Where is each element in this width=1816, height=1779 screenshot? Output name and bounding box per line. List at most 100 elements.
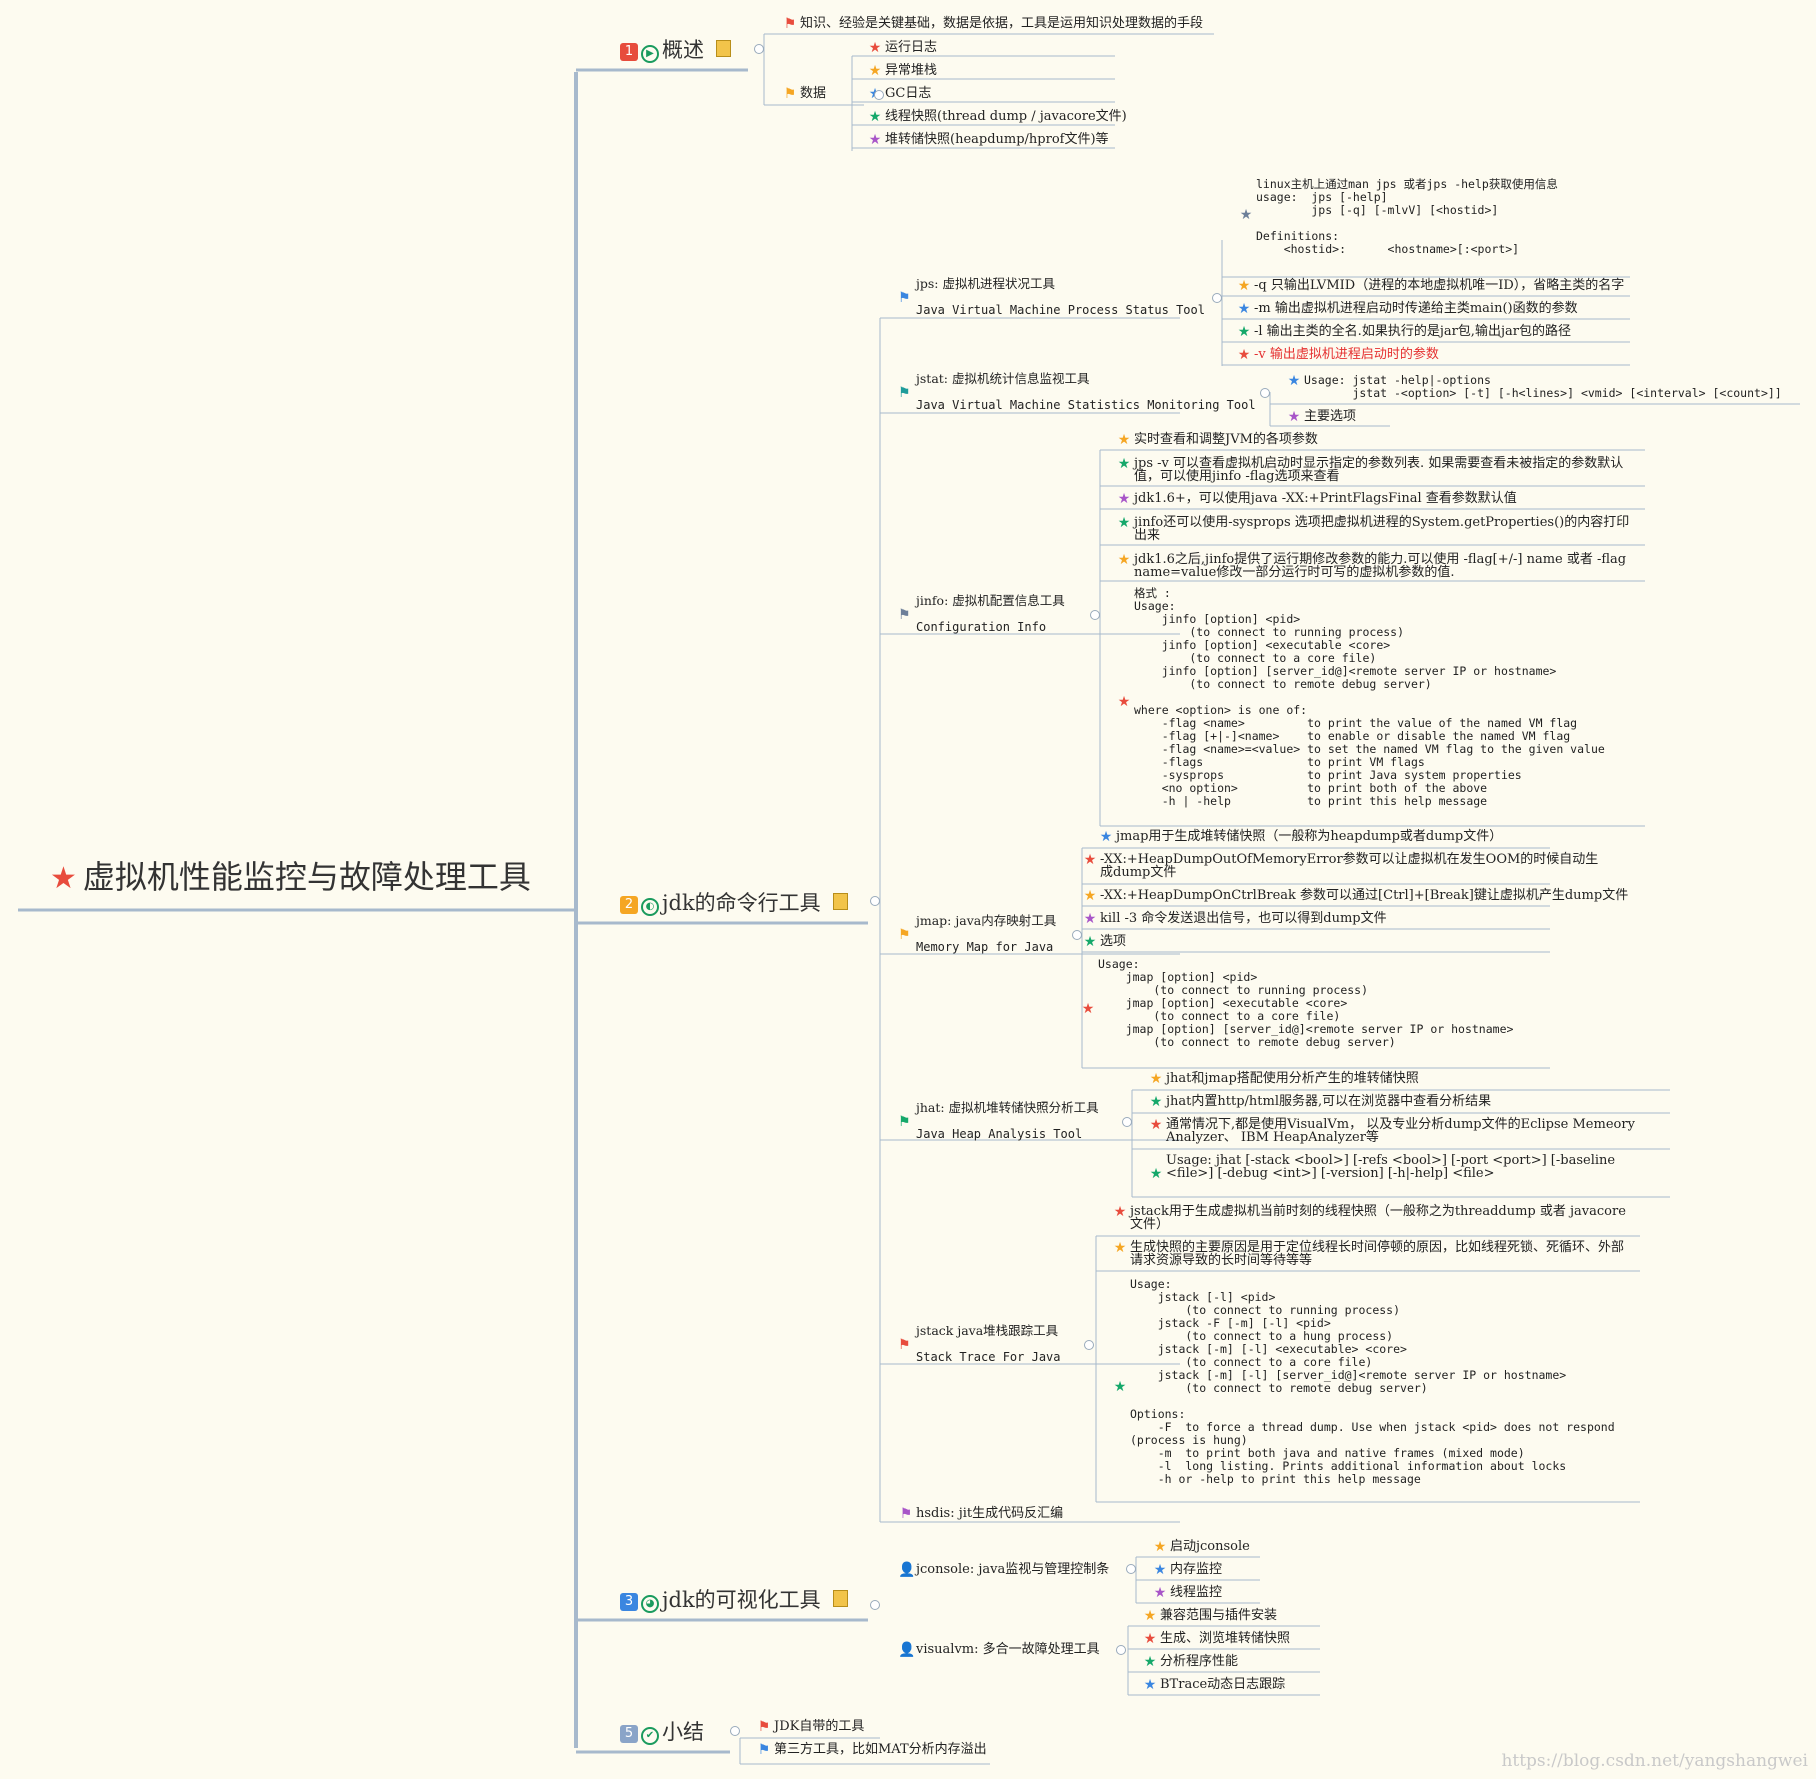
collapse-toggle[interactable] <box>1126 1564 1136 1574</box>
star-icon: ★ <box>1083 911 1097 927</box>
tool-hsdis[interactable]: ⚑hsdis: jit生成代码反汇编 <box>899 1506 1064 1522</box>
tool-jps[interactable]: ⚑ jps: 虚拟机进程状况工具 Java Virtual Machine Pr… <box>898 276 1205 317</box>
jconsole-item[interactable]: ★内存监控 <box>1153 1562 1223 1578</box>
note-icon[interactable] <box>716 40 731 57</box>
section-visual-tools[interactable]: 3◕jdk的可视化工具 <box>620 1584 848 1614</box>
flag-icon: ⚑ <box>898 927 911 943</box>
jstack-usage[interactable]: ★Usage: jstack [-l] <pid> (to connect to… <box>1113 1277 1615 1486</box>
summary-item[interactable]: ⚑第三方工具，比如MAT分析内存溢出 <box>757 1742 987 1758</box>
flag-icon: ⚑ <box>898 1337 911 1353</box>
jinfo-item[interactable]: ★jdk1.6+，可以使用java -XX:+PrintFlagsFinal 查… <box>1117 491 1517 507</box>
jhat-item[interactable]: ★jhat内置http/html服务器,可以在浏览器中查看分析结果 <box>1149 1094 1492 1110</box>
jhat-item[interactable]: ★jhat和jmap搭配使用分析产生的堆转储快照 <box>1149 1071 1419 1087</box>
section-title: jdk的命令行工具 <box>662 891 821 915</box>
jhat-item[interactable]: ★Usage: jhat [-stack <bool>] [-refs <boo… <box>1149 1153 1616 1182</box>
overview-knowledge[interactable]: ⚑知识、经验是关键基础，数据是依据，工具是运用知识处理数据的手段 <box>783 16 1204 32</box>
jconsole-item[interactable]: ★线程监控 <box>1153 1585 1223 1601</box>
jstat-usage[interactable]: ★Usage: jstat -help|-options jstat -<opt… <box>1287 373 1782 400</box>
tool-jinfo[interactable]: ⚑ jinfo: 虚拟机配置信息工具 Configuration Info <box>898 593 1065 634</box>
tool-jconsole[interactable]: 👤jconsole: java监视与管理控制条 <box>898 1562 1110 1578</box>
star-icon: ★ <box>1143 1631 1157 1647</box>
collapse-toggle[interactable] <box>874 90 884 100</box>
jinfo-item[interactable]: ★jps -v 可以查看虚拟机启动时显示指定的参数列表. 如果需要查看未被指定的… <box>1117 456 1624 484</box>
star-icon: ★ <box>1153 1539 1167 1555</box>
person-icon: 👤 <box>898 1562 916 1578</box>
tool-visualvm[interactable]: 👤visualvm: 多合一故障处理工具 <box>898 1642 1100 1658</box>
star-icon: ★ <box>1117 515 1131 531</box>
star-icon: ★ <box>1237 278 1251 294</box>
jinfo-usage[interactable]: ★格式 : Usage: jinfo [option] <pid> (to co… <box>1117 586 1605 808</box>
jmap-item[interactable]: ★kill -3 命令发送退出信号，也可以得到dump文件 <box>1083 911 1387 927</box>
jmap-item[interactable]: ★-XX:+HeapDumpOnCtrlBreak 参数可以通过[Ctrl]+[… <box>1083 888 1629 904</box>
flag-icon: ⚑ <box>899 1506 913 1522</box>
progress-icon: ✔ <box>641 1727 659 1745</box>
progress-icon: ◕ <box>641 1595 659 1613</box>
data-item[interactable]: ★异常堆栈 <box>868 63 938 79</box>
visualvm-item[interactable]: ★分析程序性能 <box>1143 1654 1239 1670</box>
jstat-main-options[interactable]: ★主要选项 <box>1287 409 1357 425</box>
collapse-toggle[interactable] <box>1212 293 1222 303</box>
collapse-toggle[interactable] <box>1084 1340 1094 1350</box>
section-overview[interactable]: 1▶概述 <box>620 34 731 64</box>
collapse-toggle[interactable] <box>870 896 880 906</box>
collapse-toggle[interactable] <box>1090 610 1100 620</box>
data-item[interactable]: ★堆转储快照(heapdump/hprof文件)等 <box>868 132 1109 148</box>
collapse-toggle[interactable] <box>1122 1117 1132 1127</box>
jinfo-item[interactable]: ★jinfo还可以使用-sysprops 选项把虚拟机进程的System.get… <box>1117 515 1630 543</box>
jps-option[interactable]: ★-q 只输出LVMID（进程的本地虚拟机唯一ID），省略主类的名字 <box>1237 278 1625 294</box>
jps-usage[interactable]: ★linux主机上通过man jps 或者jps -help获取使用信息 usa… <box>1239 177 1558 256</box>
visualvm-item[interactable]: ★兼容范围与插件安装 <box>1143 1608 1278 1624</box>
tool-jstat[interactable]: ⚑ jstat: 虚拟机统计信息监视工具 Java Virtual Machin… <box>898 371 1256 412</box>
flag-icon: ⚑ <box>757 1742 771 1758</box>
star-icon: ★ <box>1287 409 1301 425</box>
star-icon: ★ <box>1099 829 1113 845</box>
jps-option[interactable]: ★-l 输出主类的全名.如果执行的是jar包,输出jar包的路径 <box>1237 324 1571 340</box>
section-number-badge: 1 <box>620 43 638 61</box>
collapse-toggle[interactable] <box>1260 388 1270 398</box>
jps-option[interactable]: ★-m 输出虚拟机进程启动时传递给主类main()函数的参数 <box>1237 301 1578 317</box>
jmap-usage[interactable]: ★Usage: jmap [option] <pid> (to connect … <box>1081 957 1514 1049</box>
jmap-item[interactable]: ★-XX:+HeapDumpOutOfMemoryError参数可以让虚拟机在发… <box>1083 852 1599 880</box>
jinfo-item[interactable]: ★实时查看和调整JVM的各项参数 <box>1117 432 1318 448</box>
note-icon[interactable] <box>832 893 848 910</box>
person-icon: 👤 <box>898 1642 916 1658</box>
collapse-toggle[interactable] <box>754 44 764 54</box>
tool-jhat[interactable]: ⚑ jhat: 虚拟机堆转储快照分析工具 Java Heap Analysis … <box>898 1100 1099 1141</box>
visualvm-item[interactable]: ★生成、浏览堆转储快照 <box>1143 1631 1291 1647</box>
jstack-item[interactable]: ★生成快照的主要原因是用于定位线程长时间停顿的原因，比如线程死锁、死循环、外部请… <box>1113 1240 1625 1268</box>
star-icon: ★ <box>1287 373 1301 389</box>
star-icon: ★ <box>868 40 882 56</box>
overview-data[interactable]: ⚑数据 <box>783 86 827 102</box>
star-icon: ★ <box>1081 1001 1095 1017</box>
jstack-item[interactable]: ★jstack用于生成虚拟机当前时刻的线程快照（一般称之为threaddump … <box>1113 1204 1626 1232</box>
flag-icon: ⚑ <box>898 1114 911 1130</box>
data-item[interactable]: ★线程快照(thread dump / javacore文件) <box>868 109 1127 125</box>
data-item[interactable]: ★运行日志 <box>868 40 938 56</box>
star-icon: ★ <box>1149 1094 1163 1110</box>
root-topic[interactable]: ★虚拟机性能监控与故障处理工具 <box>50 852 531 898</box>
collapse-toggle[interactable] <box>1072 930 1082 940</box>
collapse-toggle[interactable] <box>870 1600 880 1610</box>
visualvm-item[interactable]: ★BTrace动态日志跟踪 <box>1143 1677 1286 1693</box>
jhat-item[interactable]: ★通常情况下,都是使用VisualVm， 以及专业分析dump文件的Eclips… <box>1149 1117 1635 1145</box>
summary-item[interactable]: ⚑JDK自带的工具 <box>757 1719 865 1735</box>
collapse-toggle[interactable] <box>1116 1645 1126 1655</box>
section-cli-tools[interactable]: 2◐jdk的命令行工具 <box>620 887 848 917</box>
tool-jstack[interactable]: ⚑ jstack java堆栈跟踪工具 Stack Trace For Java <box>898 1323 1061 1364</box>
tool-jmap[interactable]: ⚑ jmap: java内存映射工具 Memory Map for Java <box>898 913 1057 954</box>
collapse-toggle[interactable] <box>730 1726 740 1736</box>
star-icon: ★ <box>1117 552 1131 568</box>
flag-icon: ⚑ <box>898 385 911 401</box>
watermark: https://blog.csdn.net/yangshangwei <box>1501 1751 1808 1771</box>
star-icon: ★ <box>1143 1677 1157 1693</box>
note-icon[interactable] <box>832 1590 848 1607</box>
section-summary[interactable]: 5✔小结 <box>620 1716 704 1746</box>
jinfo-item[interactable]: ★jdk1.6之后,jinfo提供了运行期修改参数的能力.可以使用 -flag[… <box>1117 552 1627 580</box>
section-title: jdk的可视化工具 <box>662 1588 821 1612</box>
jconsole-item[interactable]: ★启动jconsole <box>1153 1539 1250 1555</box>
jmap-item[interactable]: ★jmap用于生成堆转储快照（一般称为heapdump或者dump文件） <box>1099 829 1503 845</box>
jps-option[interactable]: ★-v 输出虚拟机进程启动时的参数 <box>1237 347 1439 363</box>
star-icon: ★ <box>1113 1204 1127 1220</box>
jmap-item[interactable]: ★选项 <box>1083 934 1127 950</box>
star-icon: ★ <box>1083 934 1097 950</box>
